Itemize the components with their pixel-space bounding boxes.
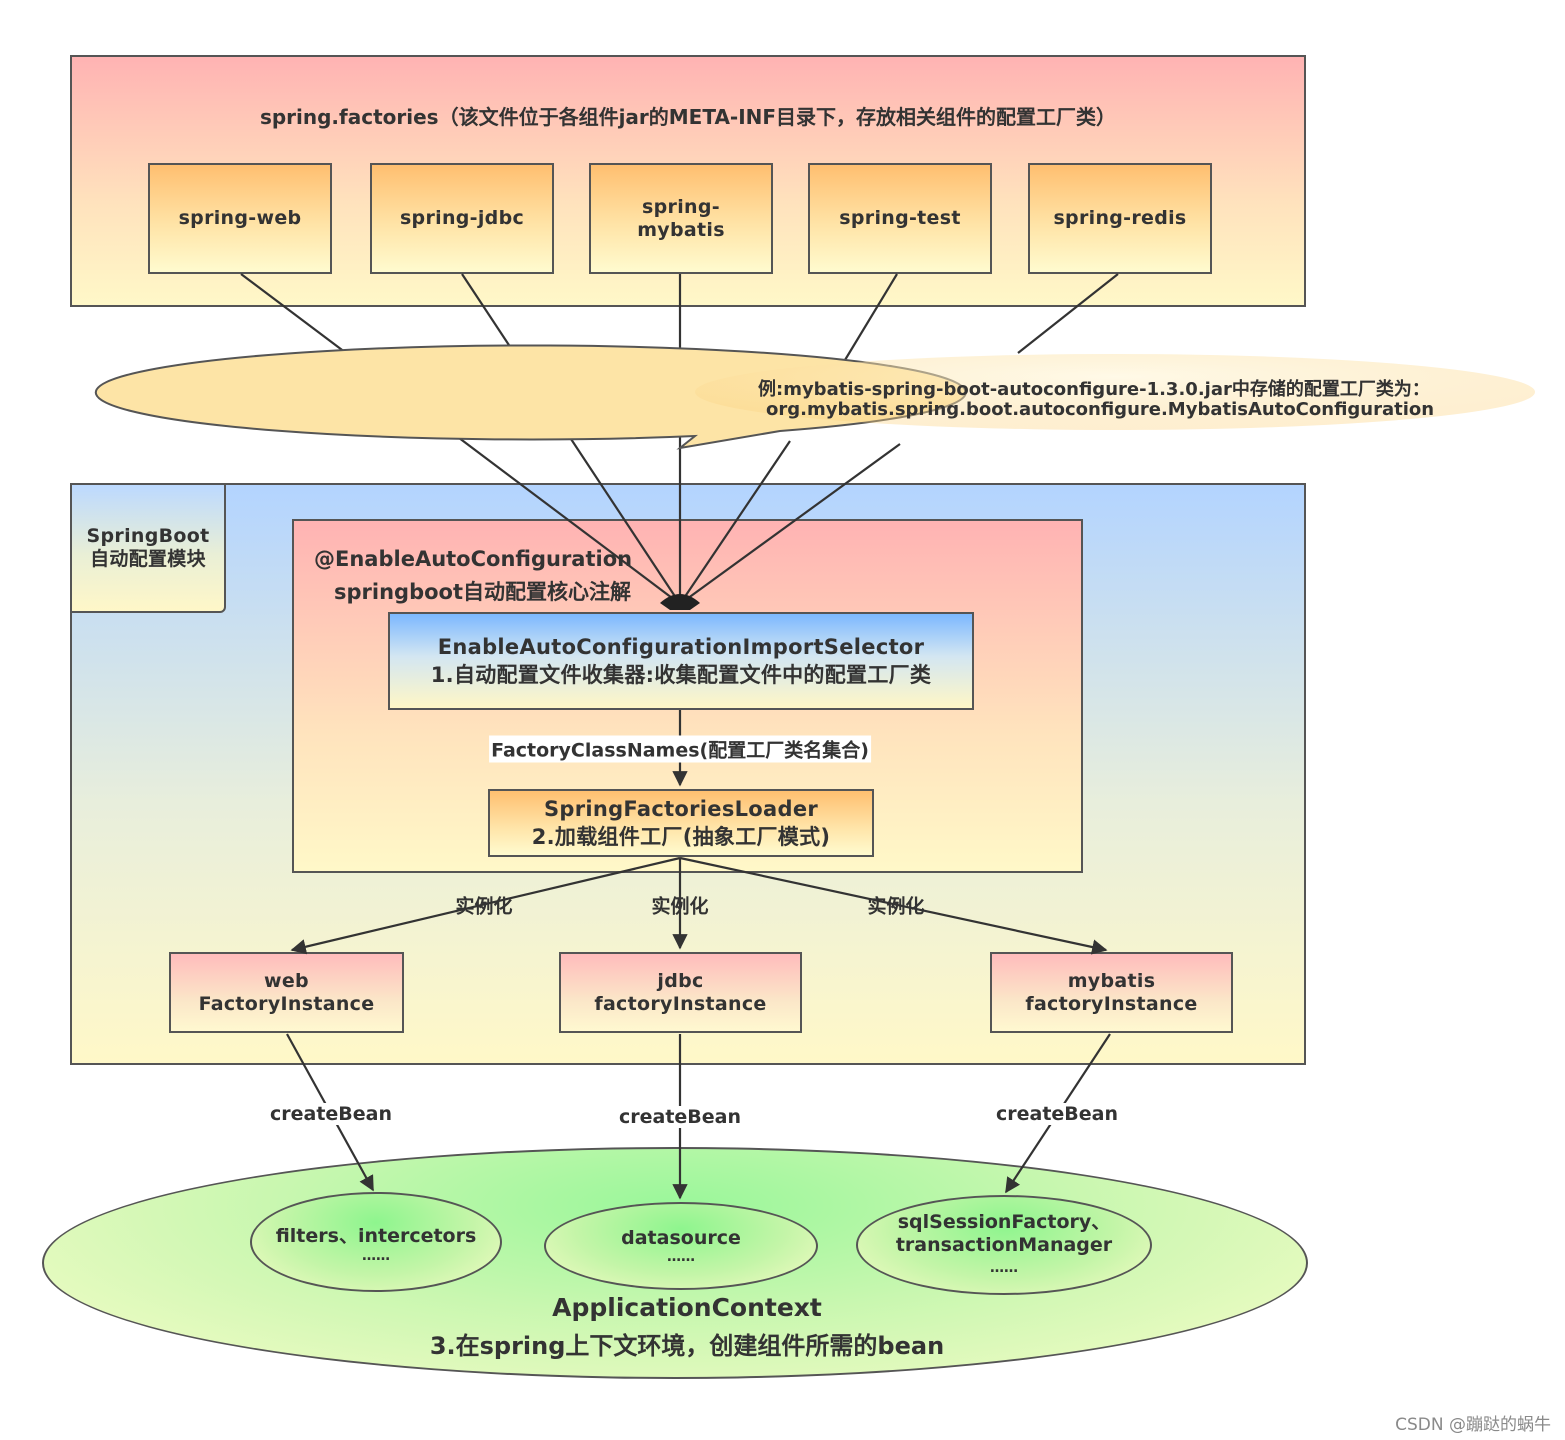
module-spring-redis: spring-redis bbox=[1028, 163, 1212, 274]
jdbc-factory-instance: jdbc factoryInstance bbox=[559, 952, 802, 1033]
instance-line1: mybatis bbox=[1067, 969, 1156, 992]
create-bean-label-jdbc: createBean bbox=[616, 1106, 744, 1128]
instance-line2: factoryInstance bbox=[594, 992, 767, 1015]
module-label: spring-jdbc bbox=[399, 207, 525, 229]
mybatis-factory-instance: mybatis factoryInstance bbox=[990, 952, 1233, 1033]
springboot-module-tag: SpringBoot 自动配置模块 bbox=[70, 483, 226, 613]
loader-desc: 2.加载组件工厂(抽象工厂模式) bbox=[531, 825, 831, 849]
connector-test-upper bbox=[844, 273, 898, 361]
callout-shine bbox=[695, 354, 1535, 430]
bean-more: …… bbox=[362, 1247, 390, 1264]
connector-loader-web bbox=[290, 856, 681, 955]
instantiate-label-mybatis: 实例化 bbox=[867, 895, 925, 918]
module-spring-mybatis: spring- mybatis bbox=[589, 163, 773, 274]
bean-label-line1: sqlSessionFactory、 bbox=[897, 1210, 1111, 1233]
import-selector-box: EnableAutoConfigurationImportSelector 1.… bbox=[388, 612, 974, 710]
instance-line2: FactoryInstance bbox=[198, 992, 375, 1015]
instance-line2: factoryInstance bbox=[1025, 992, 1198, 1015]
create-bean-label-mybatis: createBean bbox=[993, 1103, 1121, 1125]
annotation-subtitle: springboot自动配置核心注解 bbox=[334, 580, 631, 604]
bean-more: …… bbox=[990, 1259, 1018, 1276]
module-spring-web: spring-web bbox=[148, 163, 332, 274]
bean-datasource: datasource …… bbox=[544, 1202, 818, 1290]
callout-line1: 例:mybatis-spring-boot-autoconfigure-1.3.… bbox=[758, 379, 1430, 400]
connector-redis-lower bbox=[679, 443, 901, 605]
springboot-tag-line1: SpringBoot bbox=[86, 525, 210, 547]
instance-line1: jdbc bbox=[657, 969, 704, 992]
application-context-title: ApplicationContext bbox=[552, 1293, 822, 1322]
bean-sqlsession-transaction: sqlSessionFactory、 transactionManager …… bbox=[856, 1195, 1152, 1295]
bean-label: filters、intercetors bbox=[275, 1224, 477, 1247]
springboot-tag-line2: 自动配置模块 bbox=[90, 548, 206, 570]
module-spring-jdbc: spring-jdbc bbox=[370, 163, 554, 274]
import-selector-title: EnableAutoConfigurationImportSelector bbox=[437, 635, 925, 659]
callout-line2: org.mybatis.spring.boot.autoconfigure.My… bbox=[766, 399, 1435, 420]
web-factory-instance: web FactoryInstance bbox=[169, 952, 404, 1033]
fan-tip bbox=[660, 594, 700, 610]
instance-line1: web bbox=[264, 969, 309, 992]
instantiate-label-web: 实例化 bbox=[455, 895, 513, 918]
module-spring-test: spring-test bbox=[808, 163, 992, 274]
factory-class-names-label: FactoryClassNames(配置工厂类名集合) bbox=[489, 735, 871, 763]
module-label: spring-test bbox=[839, 207, 961, 229]
spring-factories-loader-box: SpringFactoriesLoader 2.加载组件工厂(抽象工厂模式) bbox=[488, 789, 874, 857]
connector-loader-mybatis bbox=[679, 856, 1108, 955]
connector-redis-upper bbox=[1017, 273, 1119, 354]
application-context-subtitle: 3.在spring上下文环境，创建组件所需的bean bbox=[429, 1332, 945, 1360]
annotation-title: @EnableAutoConfiguration bbox=[314, 547, 633, 571]
bean-label: datasource bbox=[621, 1227, 741, 1249]
module-label-line1: spring- bbox=[642, 195, 720, 218]
bean-label-line2: transactionManager bbox=[895, 1233, 1113, 1256]
import-selector-desc: 1.自动配置文件收集器:收集配置文件中的配置工厂类 bbox=[430, 663, 932, 687]
bean-filters-interceptors: filters、intercetors …… bbox=[250, 1192, 502, 1292]
create-bean-label-web: createBean bbox=[267, 1103, 395, 1125]
module-label: spring-web bbox=[178, 207, 302, 229]
watermark: CSDN @蹦跶的蜗牛 bbox=[1395, 1415, 1551, 1435]
instantiate-label-jdbc: 实例化 bbox=[651, 895, 709, 918]
bean-more: …… bbox=[667, 1249, 695, 1265]
module-label: spring-redis bbox=[1053, 207, 1187, 229]
module-label-line2: mybatis bbox=[637, 218, 725, 241]
spring-factories-title: spring.factories（该文件位于各组件jar的META-INF目录下… bbox=[259, 105, 1117, 129]
connector-test-lower bbox=[679, 440, 791, 605]
loader-title: SpringFactoriesLoader bbox=[543, 797, 819, 821]
